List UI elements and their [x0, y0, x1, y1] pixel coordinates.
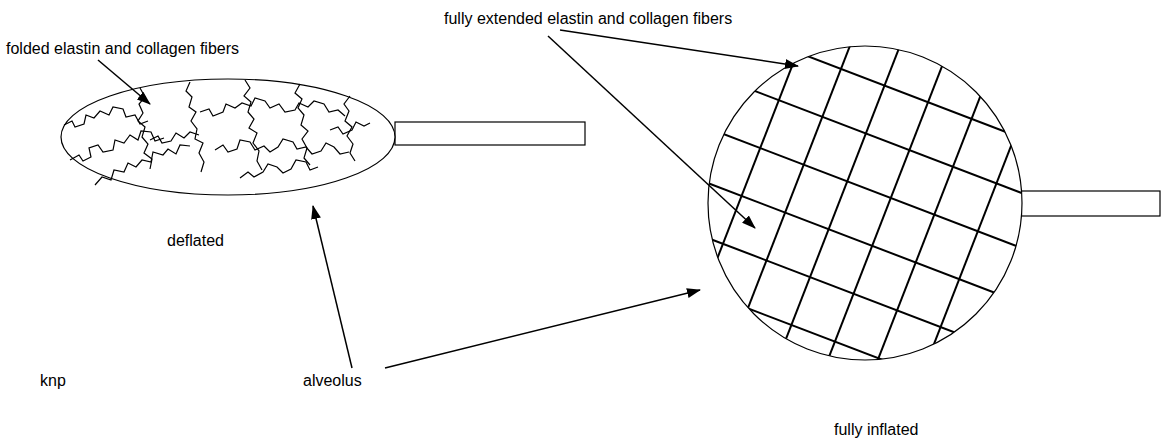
label-text: fully extended elastin and collagen fibe…: [444, 10, 732, 28]
label-text: alveolus: [303, 372, 362, 390]
airway-tube: [1020, 191, 1160, 216]
label-text: fully inflated: [834, 421, 919, 439]
deflated-alveolus: [61, 79, 395, 195]
extended-fibers: [670, 15, 1060, 420]
folded-fibers: [64, 80, 370, 185]
label-text: deflated: [167, 232, 224, 250]
inflated-alveolus: [708, 46, 1022, 360]
label-text: knp: [40, 372, 66, 390]
airway-tube: [395, 122, 585, 145]
label-text: folded elastin and collagen fibers: [6, 40, 239, 58]
leader-lines: [98, 30, 798, 368]
